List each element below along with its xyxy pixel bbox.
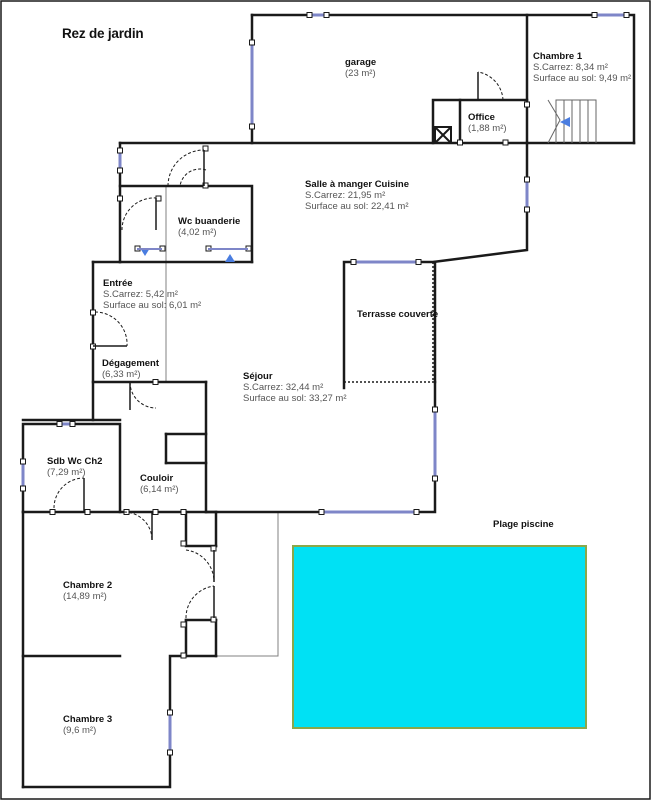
stairs — [547, 99, 597, 144]
room-label-office: Office (1,88 m²) — [468, 112, 507, 134]
terrace-openings — [344, 262, 435, 383]
room-label-garage: garage (23 m²) — [345, 57, 377, 79]
room-label-couloir: Couloir (6,14 m²) — [140, 473, 179, 495]
room-label-wc-buanderie: Wc buanderie (4,02 m²) — [178, 216, 241, 238]
plan-title: Rez de jardin — [62, 26, 144, 41]
room-label-entree: Entrée S.Carrez: 5,42 m² Surface au sol:… — [103, 278, 202, 311]
swimming-pool — [292, 545, 587, 729]
room-label-chambre-1: Chambre 1 S.Carrez: 8,34 m² Surface au s… — [533, 51, 632, 84]
windows — [21, 13, 626, 752]
room-label-sdb-wc-ch2: Sdb Wc Ch2 (7,29 m²) — [47, 456, 103, 478]
room-label-salle-a-manger: Salle à manger Cuisine S.Carrez: 21,95 m… — [305, 179, 410, 212]
annex-lines — [119, 186, 279, 657]
wc-arrow-icon — [225, 254, 235, 262]
stairs-arrow-icon — [560, 117, 570, 127]
room-label-sejour: Séjour S.Carrez: 32,44 m² Surface au sol… — [243, 371, 347, 404]
room-label-plage-piscine: Plage piscine — [493, 519, 554, 530]
door-leaves — [83, 72, 479, 618]
room-label-terrasse-couverte: Terrasse couverte — [357, 309, 439, 320]
room-label-chambre-2: Chambre 2 (14,89 m²) — [63, 580, 113, 602]
office-cross-box — [434, 126, 452, 144]
room-label-degagement: Dégagement (6,33 m²) — [102, 358, 160, 380]
room-label-chambre-3: Chambre 3 (9,6 m²) — [63, 714, 113, 736]
